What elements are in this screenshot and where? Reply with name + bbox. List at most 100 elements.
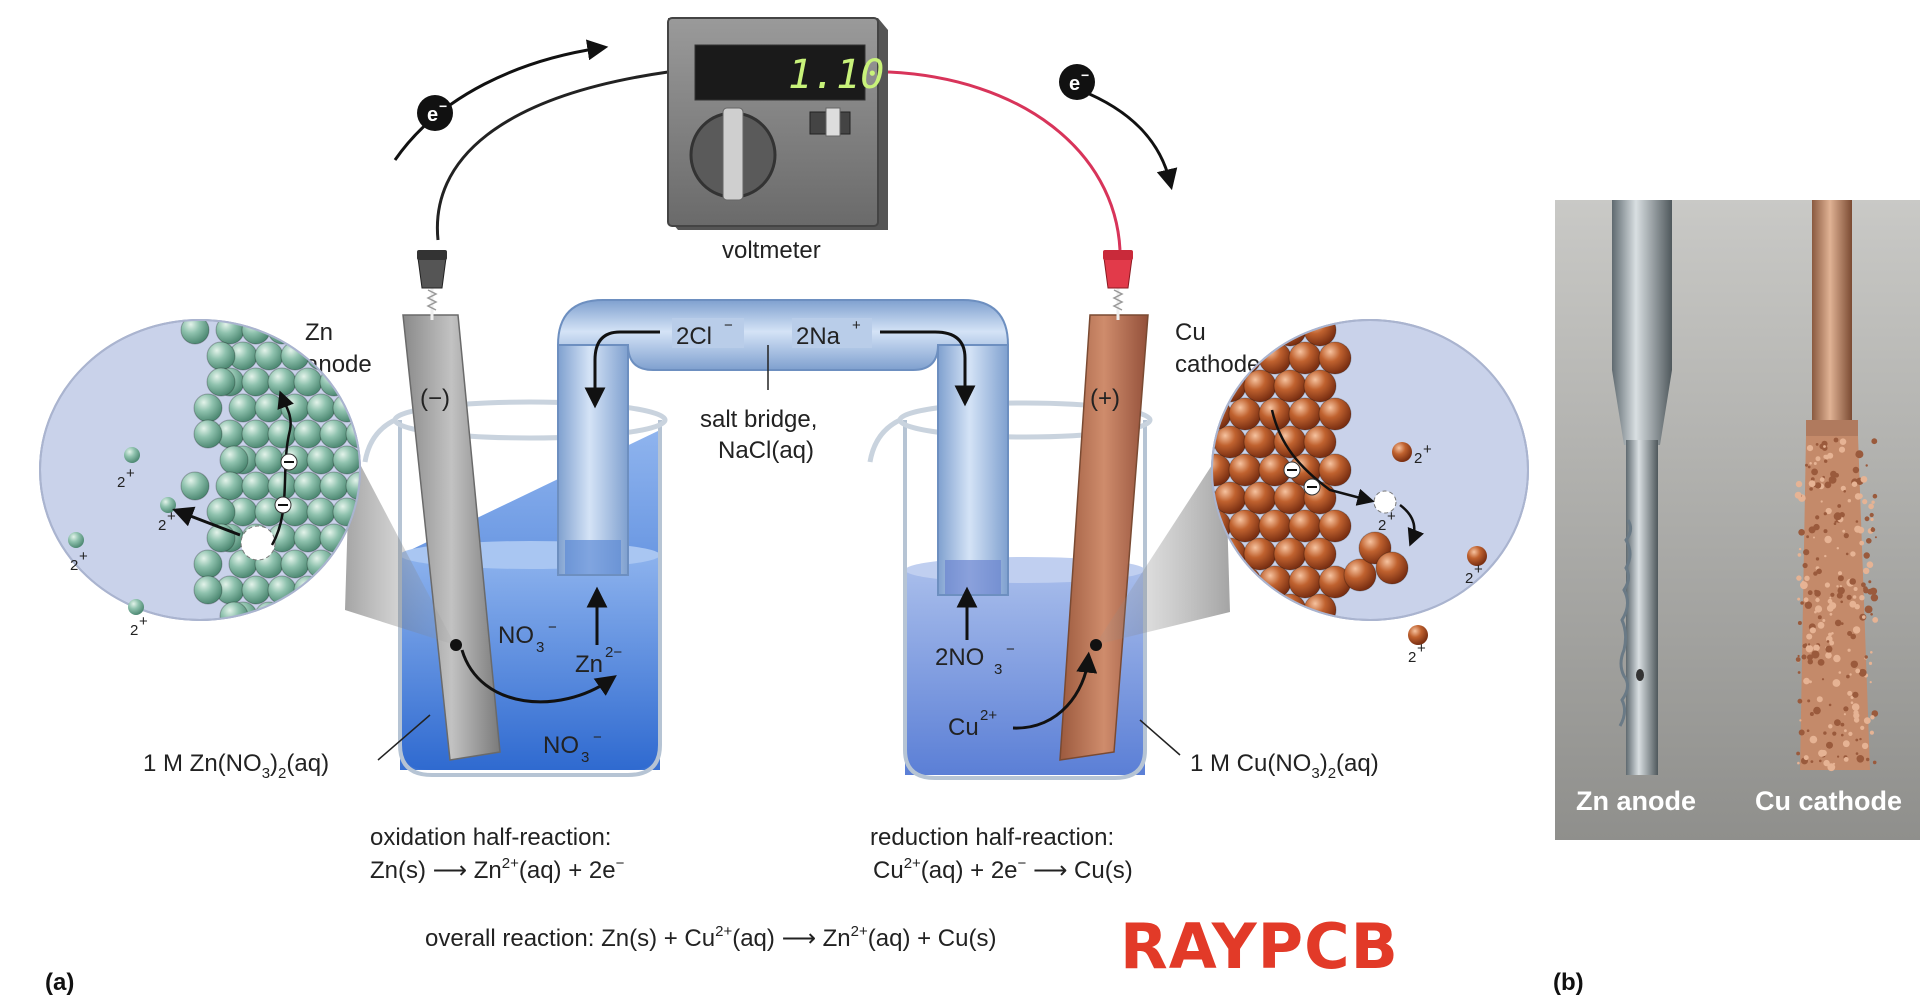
- lattice-atom: [1243, 320, 1277, 347]
- copper-deposit-grain: [1809, 487, 1813, 491]
- copper-deposit-grain: [1810, 760, 1814, 763]
- panel-label-b: (b): [1553, 969, 1584, 996]
- copper-deposit-grain: [1827, 763, 1836, 772]
- lattice-atom: [319, 575, 349, 605]
- oxidation-title: oxidation half-reaction:: [370, 824, 611, 851]
- voltmeter-display: [694, 44, 866, 101]
- copper-deposit-grain: [1850, 660, 1859, 668]
- copper-deposit-grain: [1823, 445, 1826, 448]
- copper-deposit-grain: [1797, 698, 1803, 704]
- copper-deposit-grain: [1852, 466, 1860, 474]
- voltmeter: 1.10: [667, 17, 888, 230]
- photo-caption-zn-anode: Zn anode: [1576, 786, 1696, 816]
- copper-deposit-grain: [1847, 499, 1852, 503]
- svg-text:2: 2: [1414, 450, 1422, 467]
- svg-text:−: −: [1006, 641, 1015, 658]
- copper-deposit-grain: [1823, 512, 1827, 516]
- copper-deposit-grain: [1808, 643, 1811, 646]
- lattice-atom: [228, 393, 258, 423]
- oxidation-equation: Zn(s) ⟶ Zn2+(aq) + 2e−: [370, 855, 625, 884]
- copper-deposit-grain: [1808, 526, 1816, 534]
- copper-deposit-grain: [1833, 654, 1841, 663]
- copper-deposit-grain: [1847, 648, 1851, 652]
- copper-deposit-grain: [1838, 446, 1846, 453]
- copper-deposit-grain: [1798, 547, 1802, 551]
- cu-ion-label: Cu 2+: [948, 707, 997, 741]
- copper-deposit-grain: [1870, 715, 1875, 720]
- copper-deposit-grain: [1868, 580, 1872, 584]
- copper-deposit-grain: [1826, 604, 1834, 612]
- copper-ion-arriving: [1373, 490, 1397, 514]
- lattice-atom: [1228, 509, 1262, 543]
- lattice-atom: [1258, 397, 1292, 431]
- copper-deposit-grain: [1828, 632, 1832, 637]
- copper-deposit-grain: [1815, 515, 1820, 520]
- black-wire: [435, 70, 669, 241]
- copper-deposit-grain: [1872, 493, 1878, 499]
- lattice-atom: [180, 471, 210, 501]
- copper-deposit-grain: [1836, 547, 1840, 550]
- lattice-atom: [180, 320, 210, 345]
- copper-deposit-grain: [1824, 554, 1827, 558]
- copper-deposit-grain: [1863, 567, 1870, 575]
- copper-deposit-grain: [1807, 699, 1811, 703]
- copper-deposit-grain: [1819, 759, 1822, 763]
- copper-deposit-grain: [1809, 712, 1814, 716]
- copper-deposit-grain: [1829, 612, 1833, 616]
- copper-deposit-grain: [1837, 571, 1843, 576]
- copper-deposit-grain: [1850, 551, 1856, 557]
- copper-deposit-grain: [1871, 438, 1878, 445]
- copper-deposit-grain: [1847, 631, 1853, 636]
- salt-bridge-label: salt bridge,: [700, 406, 817, 433]
- copper-deposit-grain: [1845, 552, 1849, 556]
- cathode-label-line2: cathode: [1175, 351, 1260, 378]
- copper-deposit-grain: [1821, 440, 1828, 447]
- lattice-atom: [1318, 341, 1352, 375]
- reduction-title: reduction half-reaction:: [870, 824, 1114, 851]
- copper-deposit-grain: [1797, 761, 1800, 765]
- copper-deposit-grain: [1850, 701, 1854, 704]
- copper-deposit-grain: [1805, 463, 1808, 467]
- copper-deposit-grain: [1802, 562, 1808, 569]
- lattice-atom: [1273, 369, 1307, 403]
- copper-deposit-grain: [1825, 507, 1832, 515]
- svg-text:2+: 2+: [980, 707, 997, 724]
- copper-deposit-grain: [1842, 529, 1846, 533]
- copper-deposit-grain: [1859, 737, 1862, 741]
- lattice-atom: [267, 367, 297, 397]
- svg-text:+: +: [1423, 441, 1432, 458]
- copper-deposit-grain: [1841, 733, 1844, 737]
- salt-bridge-formula: NaCl(aq): [718, 437, 814, 464]
- copper-deposit-grain: [1863, 586, 1868, 591]
- copper-deposit-grain: [1816, 568, 1822, 575]
- lattice-atom: [254, 445, 284, 475]
- copper-deposit-grain: [1840, 722, 1845, 727]
- copper-deposit-grain: [1828, 703, 1832, 707]
- overall-reaction: overall reaction: Zn(s) + Cu2+(aq) ⟶ Zn2…: [425, 923, 996, 952]
- svg-text:2: 2: [1378, 517, 1386, 534]
- copper-deposit-grain: [1846, 594, 1852, 600]
- lattice-atom: [1273, 537, 1307, 571]
- copper-deposit-grain: [1860, 476, 1868, 483]
- no3-label-lower-left: NO 3 −: [543, 729, 602, 766]
- svg-text:1 M Cu(NO3)2(aq): 1 M Cu(NO3)2(aq): [1190, 750, 1379, 782]
- lattice-atom: [1303, 537, 1337, 571]
- copper-deposit-grain: [1828, 476, 1837, 484]
- lattice-atom: [1288, 397, 1322, 431]
- lattice-atom: [1243, 425, 1277, 459]
- lattice-atom: [1303, 593, 1337, 620]
- left-solution-label: 1 M Zn(NO3)2(aq): [143, 750, 329, 782]
- copper-deposit-grain: [1860, 725, 1865, 731]
- lattice-atom: [1199, 622, 1231, 654]
- copper-deposit-grain: [1867, 588, 1874, 595]
- copper-deposit-grain: [1807, 659, 1814, 665]
- copper-deposit-grain: [1809, 735, 1818, 744]
- left-solution-leader: [377, 714, 431, 761]
- copper-deposit-grain: [1836, 592, 1843, 599]
- copper-deposit-grain: [1803, 597, 1809, 603]
- copper-deposit-grain: [1801, 580, 1805, 584]
- zinc-electron-path: [270, 390, 294, 546]
- svg-text:3: 3: [994, 661, 1002, 678]
- bridge-ion-na: 2Na +: [792, 317, 872, 350]
